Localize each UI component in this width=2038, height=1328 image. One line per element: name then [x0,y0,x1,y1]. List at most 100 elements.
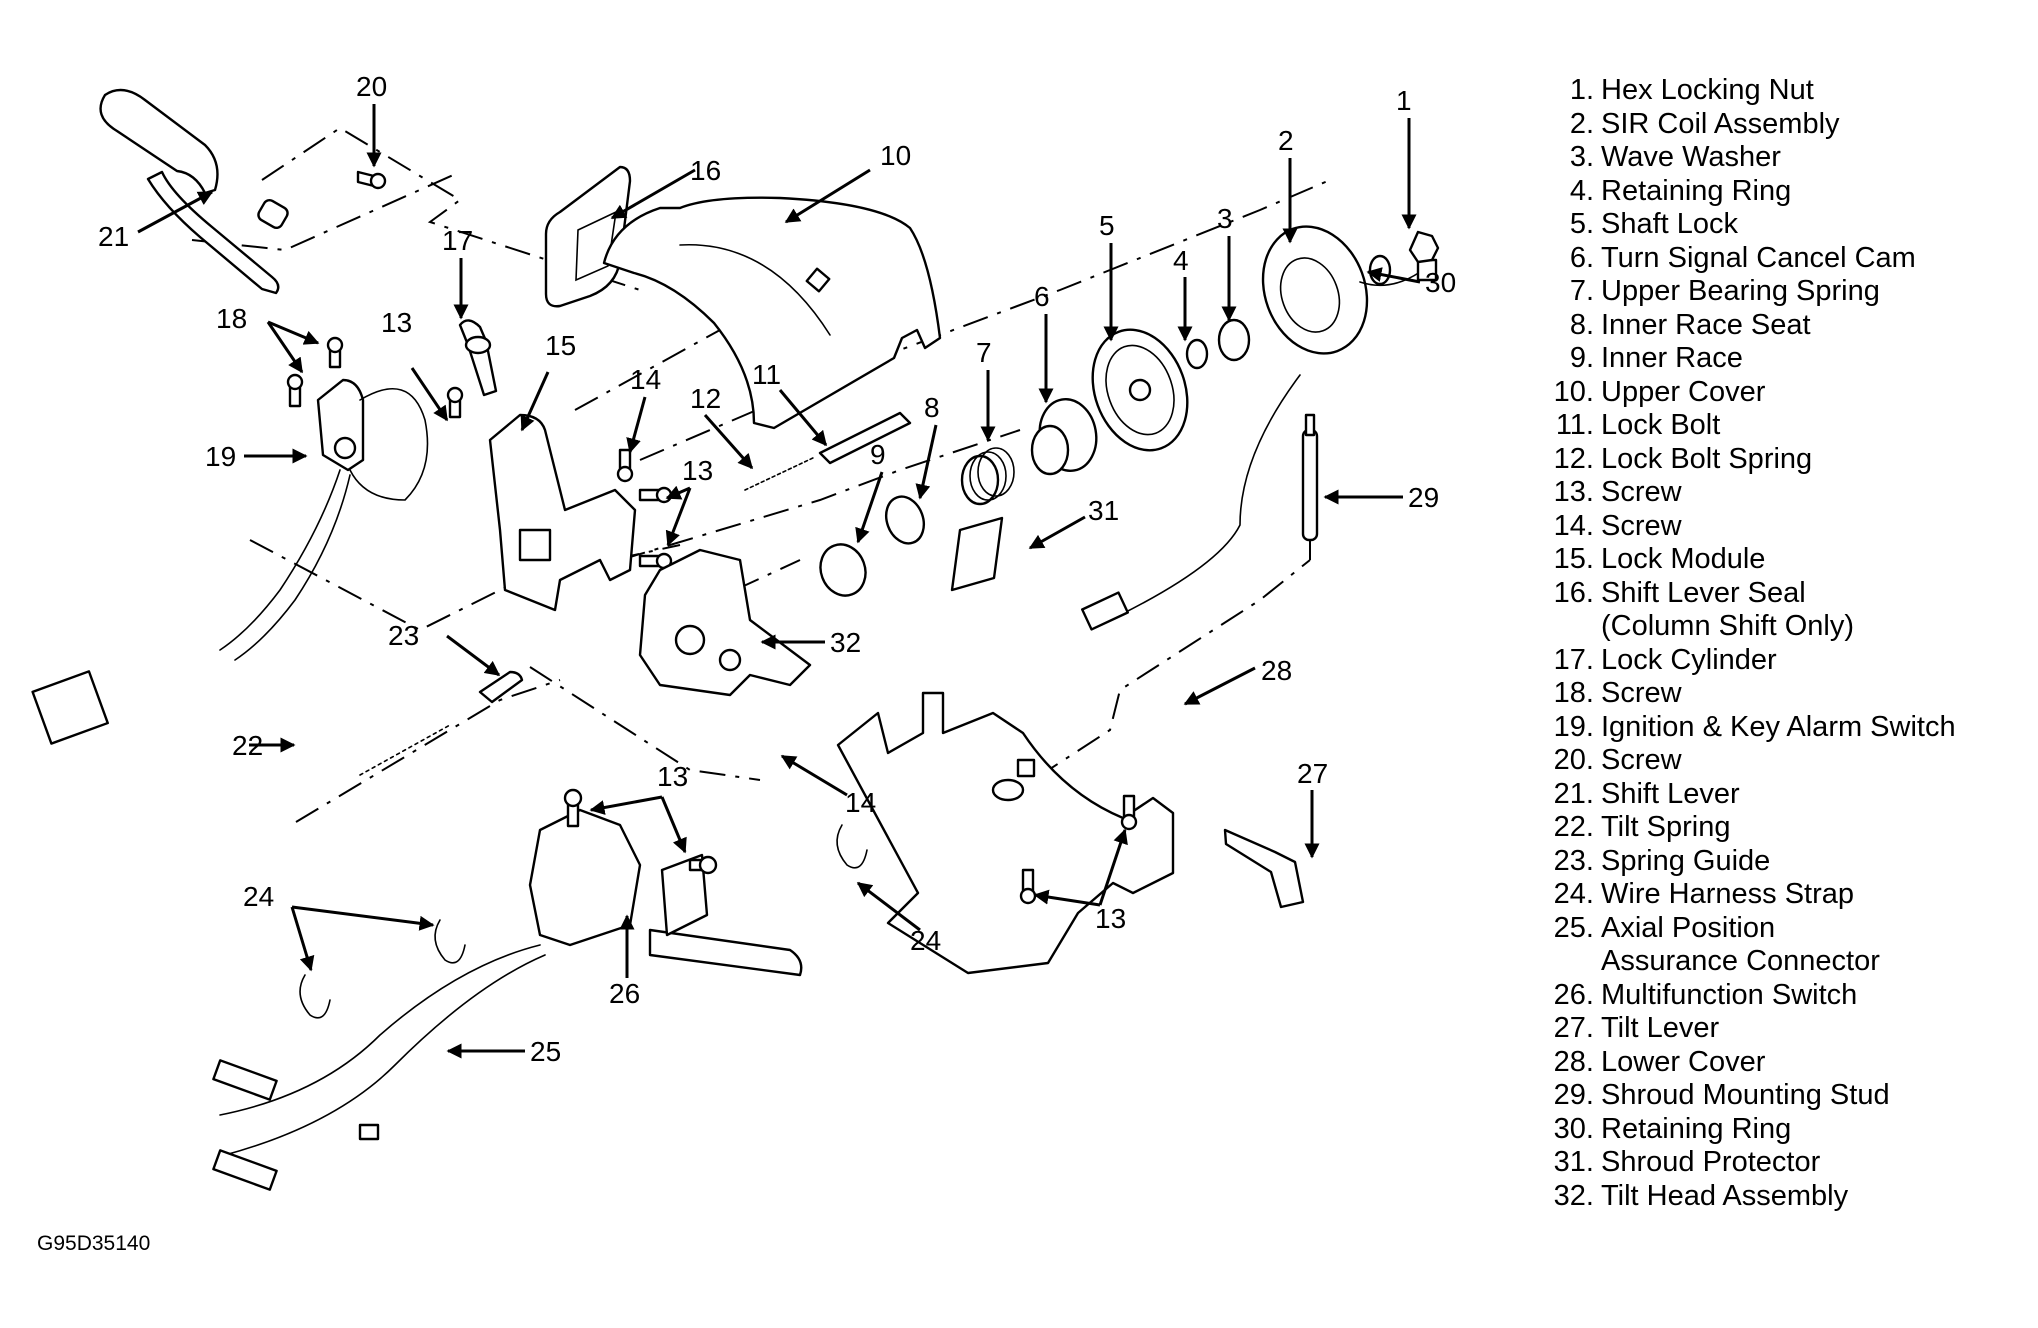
legend-label: Turn Signal Cancel Cam [1601,241,1916,274]
legend-label: Ignition & Key Alarm Switch [1601,710,1956,743]
legend-num: 30. [1553,1112,1594,1145]
screws-18-part [286,336,344,408]
legend-label: Inner Race [1601,342,1743,374]
callout-25: 25 [530,1036,561,1067]
legend-label: Tilt Lever [1601,1012,1720,1044]
legend-num: 21. [1553,777,1594,810]
shaft-lock-part [1091,328,1189,452]
callout-31: 31 [1088,495,1119,526]
callout-leaders [137,104,1421,1059]
legend-item: 20.Screw [1540,744,2020,778]
callout-17: 17 [442,225,473,256]
legend-item: 32.Tilt Head Assembly [1540,1180,2020,1214]
legend-label: Wire Harness Strap [1601,878,1855,910]
legend-num: 14. [1553,509,1594,542]
screw-part [356,170,387,190]
callout-19: 19 [205,441,236,472]
callout-13-left: 13 [381,307,412,338]
ignition-switch-part [31,378,429,745]
callout-1: 1 [1396,85,1412,116]
callout-24-right: 24 [910,925,941,956]
legend-item: 9.Inner Race [1540,342,2020,376]
legend-num: 10. [1553,375,1594,408]
legend-item: 11.Lock Bolt [1540,409,2020,443]
legend-num: 32. [1553,1179,1594,1212]
legend-num: 5. [1569,208,1594,240]
legend-label: SIR Coil Assembly [1601,107,1840,140]
callout-5: 5 [1099,210,1115,241]
legend-item: 15.Lock Module [1540,543,2020,577]
legend-label: Lock Cylinder [1601,643,1777,676]
legend-num: 3. [1569,141,1594,173]
spring-guide-part [478,670,524,704]
figure-id: G95D35140 [37,1232,151,1255]
legend-num: 2. [1569,107,1594,140]
legend-num: 23. [1553,844,1594,877]
legend-item: 10.Upper Cover [1540,376,2020,410]
legend-item: 27.Tilt Lever [1540,1012,2020,1046]
callout-7: 7 [976,337,992,368]
legend-label: Screw [1601,677,1682,709]
tilt-lever-part [1223,828,1305,909]
legend-item: 12.Lock Bolt Spring [1540,443,2020,477]
callout-18: 18 [216,303,247,334]
legend-item: 25.Axial Position [1540,912,2020,946]
shift-lever-part [99,88,289,295]
legend-item: 22.Tilt Spring [1540,811,2020,845]
legend-num: 27. [1553,1012,1594,1044]
legend-label: Retaining Ring [1601,1112,1792,1145]
legend-item: 13.Screw [1540,476,2020,510]
parts-legend: 1.Hex Locking Nut 2.SIR Coil Assembly 3.… [1540,74,2020,1213]
legend-item: 23.Spring Guide [1540,845,2020,879]
legend-item: 7.Upper Bearing Spring [1540,275,2020,309]
callout-14-lower: 14 [845,787,876,818]
legend-num: 24. [1553,878,1594,910]
legend-item: 16.Shift Lever Seal [1540,577,2020,611]
legend-num: 1. [1569,74,1594,106]
legend-item: 29.Shroud Mounting Stud [1540,1079,2020,1113]
legend-item: 26.Multifunction Switch [1540,979,2020,1013]
legend-label: Shroud Protector [1601,1146,1821,1178]
turn-signal-cancel-cam-part [1030,398,1098,476]
callout-30: 30 [1425,267,1456,298]
legend-num: 15. [1553,543,1594,575]
callout-21: 21 [98,221,129,252]
callout-11: 11 [752,359,781,390]
legend-item-continuation: Assurance Connector [1601,945,1880,977]
legend-label: Lock Module [1601,543,1766,575]
wire-harness-straps-part [299,824,868,1019]
legend-item: 28.Lower Cover [1540,1046,2020,1080]
legend-item: 6.Turn Signal Cancel Cam [1540,242,2020,276]
legend-label: Screw [1601,476,1682,508]
screws-upper-part [446,386,673,570]
legend-label: Lock Bolt [1601,409,1721,441]
callout-14-upper: 14 [630,364,661,395]
tilt-head-assembly-part [638,548,812,697]
legend-item: 1.Hex Locking Nut [1540,74,2020,108]
callout-8: 8 [924,392,940,423]
callout-27: 27 [1297,758,1328,789]
callout-4: 4 [1173,245,1189,276]
inner-race-part [819,495,926,597]
upper-bearing-spring-part [960,447,1015,506]
screws-lower-middle-part [563,788,718,875]
legend-label: Upper Cover [1601,375,1766,408]
legend-item: 14.Screw [1540,510,2020,544]
legend-label: Retaining Ring [1601,174,1792,207]
callout-20: 20 [356,71,387,102]
legend-num: 28. [1553,1045,1594,1078]
shroud-mounting-stud-part [1301,413,1319,542]
legend-label: Tilt Spring [1601,811,1731,843]
lock-cylinder-part [458,319,498,397]
legend-item: 30.Retaining Ring [1540,1113,2020,1147]
legend-item: 17.Lock Cylinder [1540,644,2020,678]
legend-label: Lock Bolt Spring [1601,442,1813,475]
legend-item: 31.Shroud Protector [1540,1146,2020,1180]
legend-item: 5.Shaft Lock [1540,208,2020,242]
callout-12: 12 [690,383,721,414]
legend-num: 25. [1553,911,1594,944]
callout-23: 23 [388,620,419,651]
upper-cover-part [602,196,942,430]
callout-28: 28 [1261,655,1292,686]
legend-num: 12. [1553,442,1594,475]
